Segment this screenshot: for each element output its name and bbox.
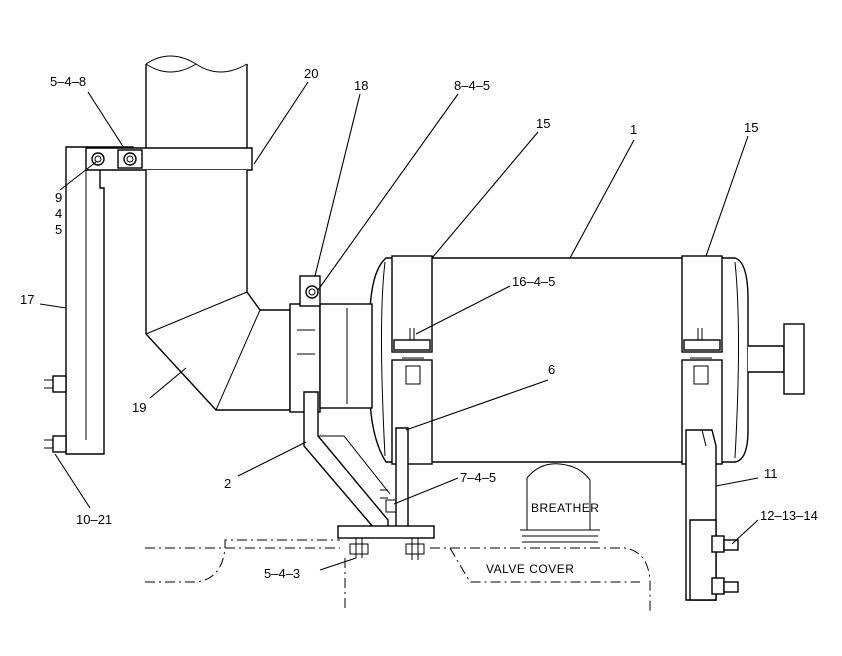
label-6: 6	[548, 362, 555, 377]
label-20: 20	[304, 66, 318, 81]
breather: BREATHER	[520, 463, 600, 543]
breather-text: BREATHER	[531, 501, 599, 515]
exhaust-pipe-19	[145, 55, 291, 411]
label-17: 17	[20, 292, 34, 307]
clamp-20	[85, 147, 253, 171]
callout-labels: 5–4–8 20 18 8–4–5 15 1 15 9 4 5 16–4–5 1…	[20, 66, 818, 581]
support-2	[303, 391, 391, 529]
label-9: 9	[55, 190, 62, 205]
label-2: 2	[224, 476, 231, 491]
clamp-15-left	[391, 255, 433, 465]
label-7-4-5: 7–4–5	[460, 470, 496, 485]
label-15-right: 15	[744, 120, 758, 135]
bracket-11	[685, 429, 739, 601]
clamp-18	[299, 275, 321, 307]
label-5: 5	[55, 222, 62, 237]
label-4: 4	[55, 206, 62, 221]
label-1: 1	[630, 122, 637, 137]
valve-cover-text: VALVE COVER	[486, 562, 574, 576]
label-10-21: 10–21	[76, 512, 112, 527]
engine-outline	[145, 539, 651, 612]
bracket-6	[337, 427, 435, 560]
label-5-4-8: 5–4–8	[50, 74, 86, 89]
label-15-left: 15	[536, 116, 550, 131]
label-16-4-5: 16–4–5	[512, 274, 555, 289]
leader-lines	[39, 81, 759, 571]
label-19: 19	[132, 400, 146, 415]
label-12-13-14: 12–13–14	[760, 508, 818, 523]
label-11: 11	[764, 466, 778, 481]
label-18: 18	[354, 78, 368, 93]
label-5-4-3: 5–4–3	[264, 566, 300, 581]
label-8-4-5: 8–4–5	[454, 78, 490, 93]
